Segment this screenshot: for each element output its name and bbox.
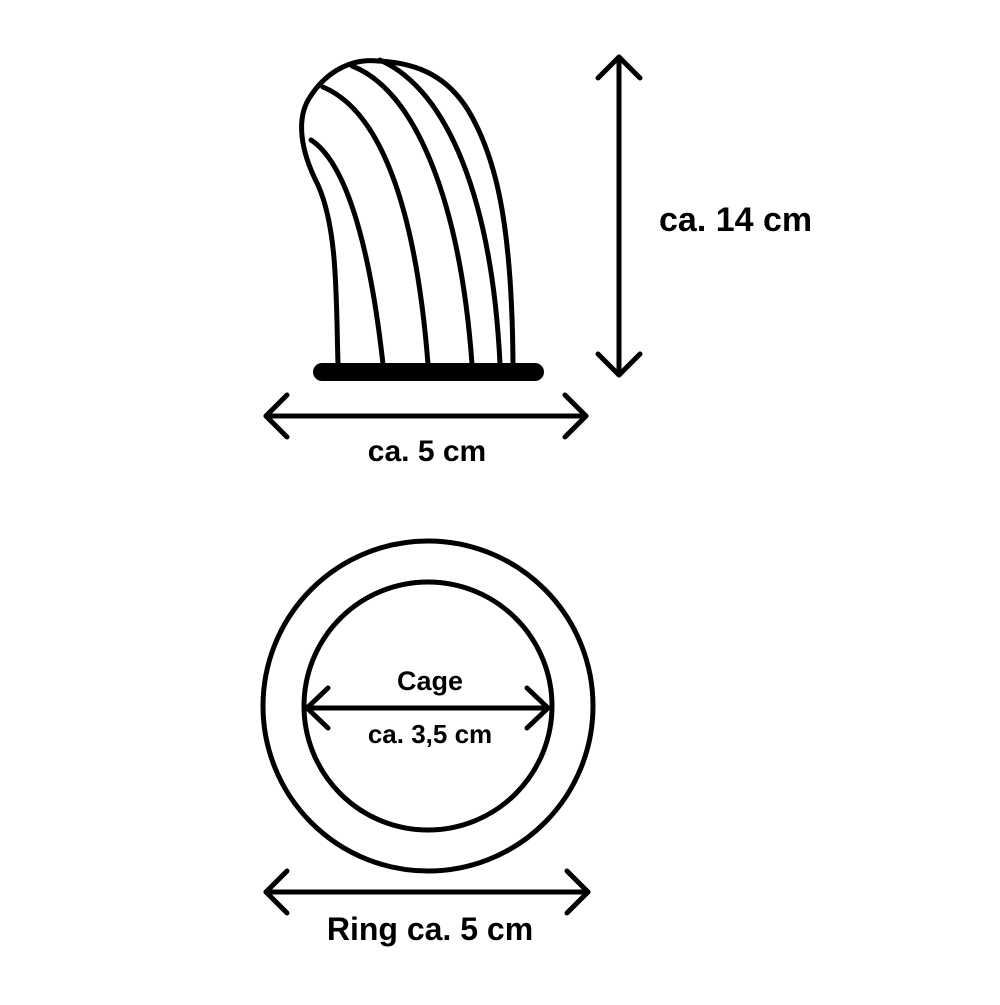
cage-label: Cage [396, 666, 464, 696]
cage-bar-2 [320, 84, 431, 367]
ring-label: Ring ca. 5 cm [326, 911, 534, 947]
cage-side-view [299, 57, 516, 367]
ring-outer-circle [260, 538, 596, 874]
height-label: ca. 14 cm [659, 201, 813, 239]
cage-diameter-arrow [304, 685, 551, 731]
cage-bar-1 [308, 137, 386, 367]
cage-bar-3 [349, 63, 475, 367]
cage-bar-4 [377, 57, 503, 367]
cage-diameter-label: ca. 3,5 cm [367, 719, 493, 749]
cage-inner-circle [301, 579, 555, 833]
width-dimension-arrow [263, 392, 589, 440]
width-label: ca. 5 cm [367, 435, 487, 468]
ring-width-arrow [263, 868, 591, 916]
height-dimension-arrow [595, 54, 643, 378]
cage-outline [299, 58, 516, 367]
